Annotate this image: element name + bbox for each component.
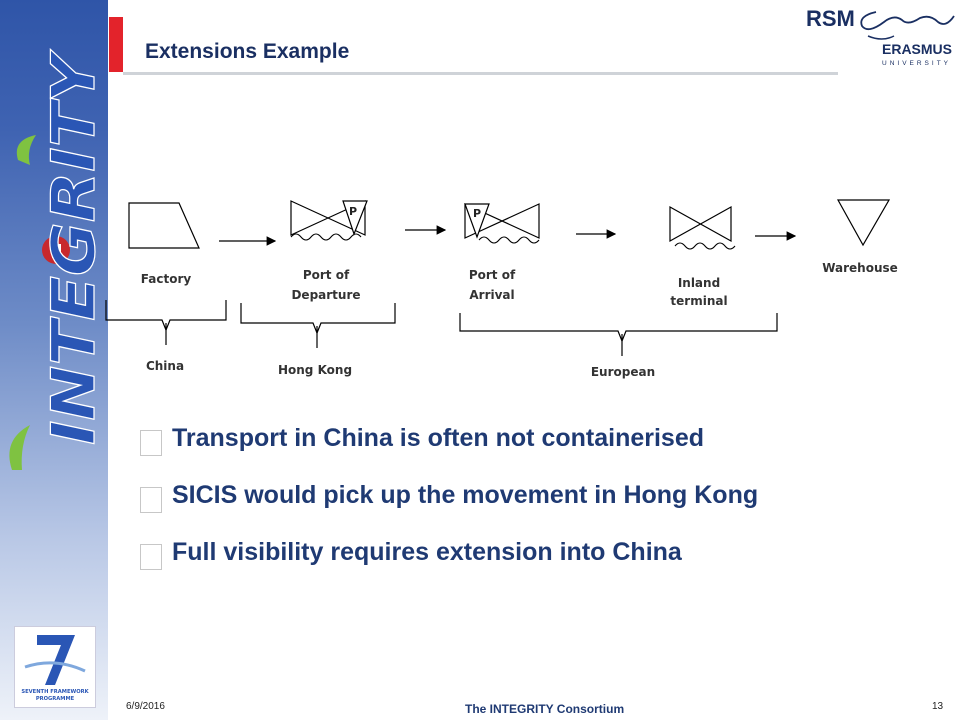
inland-terminal-symbol — [669, 205, 736, 250]
title-accent-bar — [109, 17, 123, 72]
title-divider — [123, 72, 838, 75]
label-inland-terminal-line1: Inland — [678, 276, 720, 290]
rsm-erasmus-logo: RSM ERASMUS UNIVERSITY — [806, 6, 955, 67]
bullet-marker — [140, 430, 162, 456]
bullet-item: Transport in China is often not containe… — [140, 424, 940, 481]
footer-date: 6/9/2016 — [126, 701, 165, 712]
port-departure-marker: P — [349, 205, 357, 218]
brace-hong-kong — [240, 303, 396, 348]
warehouse-symbol — [836, 199, 891, 247]
region-label-european: European — [591, 365, 655, 379]
svg-text:RSM: RSM — [806, 6, 855, 31]
fp7-logo: SEVENTH FRAMEWORK PROGRAMME — [14, 626, 96, 708]
label-inland-terminal-line2: terminal — [670, 294, 727, 308]
page-number: 13 — [932, 701, 944, 712]
bullet-text: Transport in China is often not containe… — [172, 424, 704, 452]
label-port-arrival-line1: Port of — [469, 268, 516, 282]
port-departure-symbol: P — [290, 200, 368, 241]
label-port-departure-line2: Departure — [291, 288, 360, 302]
bullet-item: SICIS would pick up the movement in Hong… — [140, 481, 940, 538]
supply-chain-diagram: P P Factory Port of Departure Port of Ar… — [105, 199, 898, 379]
bullet-marker — [140, 487, 162, 513]
integrity-logo: INTEGRITY — [9, 48, 108, 470]
label-factory: Factory — [141, 272, 192, 286]
footer-consortium: The INTEGRITY Consortium — [465, 702, 625, 716]
region-label-hong-kong: Hong Kong — [278, 363, 352, 377]
bullet-item: Full visibility requires extension into … — [140, 538, 940, 595]
svg-text:ERASMUS: ERASMUS — [882, 41, 952, 57]
port-arrival-marker: P — [473, 207, 481, 220]
svg-text:SEVENTH FRAMEWORK: SEVENTH FRAMEWORK — [21, 689, 89, 695]
label-warehouse: Warehouse — [822, 261, 898, 275]
svg-text:PROGRAMME: PROGRAMME — [36, 696, 75, 702]
region-label-china: China — [146, 359, 184, 373]
brace-european — [459, 313, 778, 356]
factory-symbol — [128, 202, 200, 249]
slide-title: Extensions Example — [145, 40, 350, 63]
bullet-list: Transport in China is often not containe… — [140, 424, 940, 595]
port-arrival-symbol: P — [464, 203, 540, 244]
brace-china — [105, 300, 227, 345]
integrity-logo-text: INTEGRITY — [39, 49, 108, 445]
bullet-text: SICIS would pick up the movement in Hong… — [172, 481, 759, 509]
label-port-departure-line1: Port of — [303, 268, 350, 282]
bullet-text: Full visibility requires extension into … — [172, 538, 682, 566]
svg-text:UNIVERSITY: UNIVERSITY — [882, 60, 951, 67]
bullet-marker — [140, 544, 162, 570]
sidebar-panel — [0, 0, 108, 720]
label-port-arrival-line2: Arrival — [469, 288, 514, 302]
